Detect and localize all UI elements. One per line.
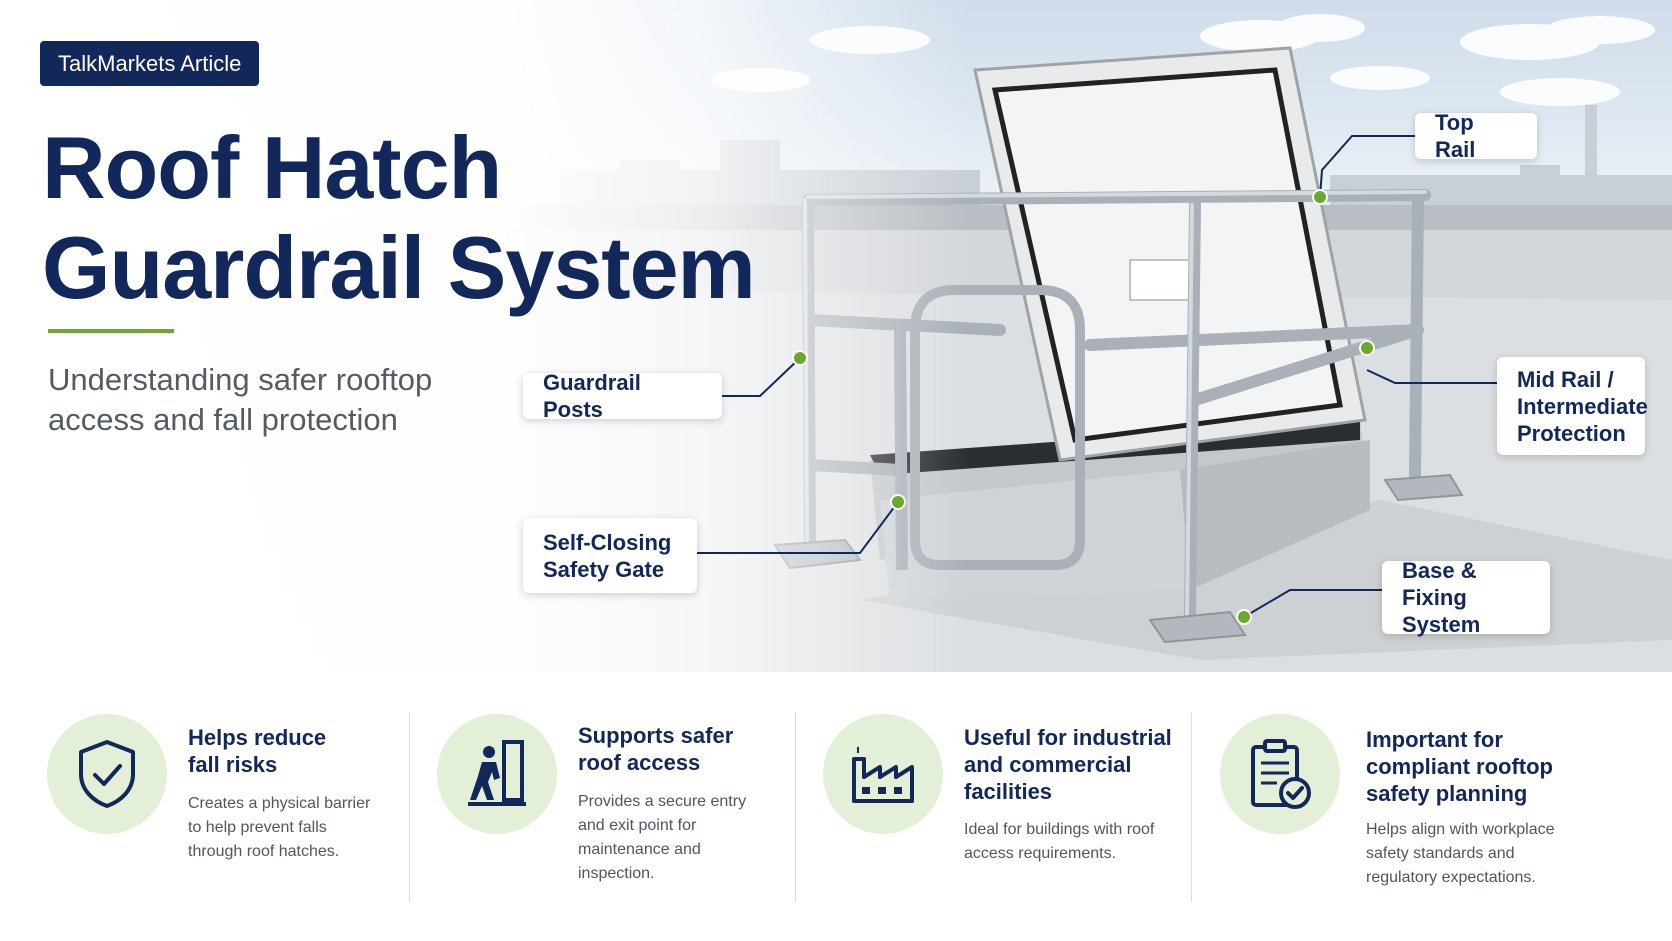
feature-title: Helps reduce fall risks xyxy=(188,725,327,777)
page-title: Roof Hatch Guardrail System xyxy=(42,118,802,318)
feature-description: Ideal for buildings with roof access req… xyxy=(964,821,1155,862)
callout-guardrail-posts: Guardrail Posts xyxy=(523,370,722,422)
feature-divider xyxy=(1191,712,1192,902)
subtitle-line-1: Understanding safer rooftop xyxy=(48,362,433,397)
factory-icon xyxy=(852,747,914,803)
title-line-1: Roof Hatch xyxy=(42,118,502,217)
feature-divider xyxy=(409,712,410,902)
feature-description: Creates a physical barrier to help preve… xyxy=(188,795,371,860)
hero-fade-overlay xyxy=(0,0,1672,672)
person-exit-door-icon xyxy=(468,740,526,806)
feature-title: Useful for industrial and commercial fac… xyxy=(964,725,1172,804)
hero-section: TalkMarkets Article Roof Hatch Guardrail… xyxy=(0,0,1672,672)
feature-description: Helps align with workplace safety standa… xyxy=(1366,821,1555,886)
feature-icon-circle xyxy=(823,714,943,834)
title-line-2: Guardrail System xyxy=(42,218,756,317)
clipboard-check-icon xyxy=(1251,739,1311,809)
title-accent-bar xyxy=(48,329,174,333)
page-subtitle: Understanding safer rooftop access and f… xyxy=(48,360,508,440)
shield-check-icon xyxy=(79,740,135,808)
feature-title: Supports safer roof access xyxy=(578,723,734,775)
feature-icon-circle xyxy=(1220,714,1340,834)
feature-title: Important for compliant rooftop safety p… xyxy=(1366,727,1553,806)
feature-icon-circle xyxy=(47,714,167,834)
callout-top-rail: Top Rail xyxy=(1415,110,1537,162)
callout-base-fixing: Base & Fixing System xyxy=(1382,558,1550,637)
feature-icon-circle xyxy=(437,714,557,834)
features-section: Helps reduce fall risks Creates a physic… xyxy=(0,672,1672,941)
callout-mid-rail: Mid Rail / Intermediate Protection xyxy=(1497,357,1648,455)
feature-divider xyxy=(795,712,796,902)
callout-safety-gate: Self-Closing Safety Gate xyxy=(523,518,697,593)
feature-description: Provides a secure entry and exit point f… xyxy=(578,793,747,882)
subtitle-line-2: access and fall protection xyxy=(48,402,398,437)
source-badge: TalkMarkets Article xyxy=(40,41,260,86)
